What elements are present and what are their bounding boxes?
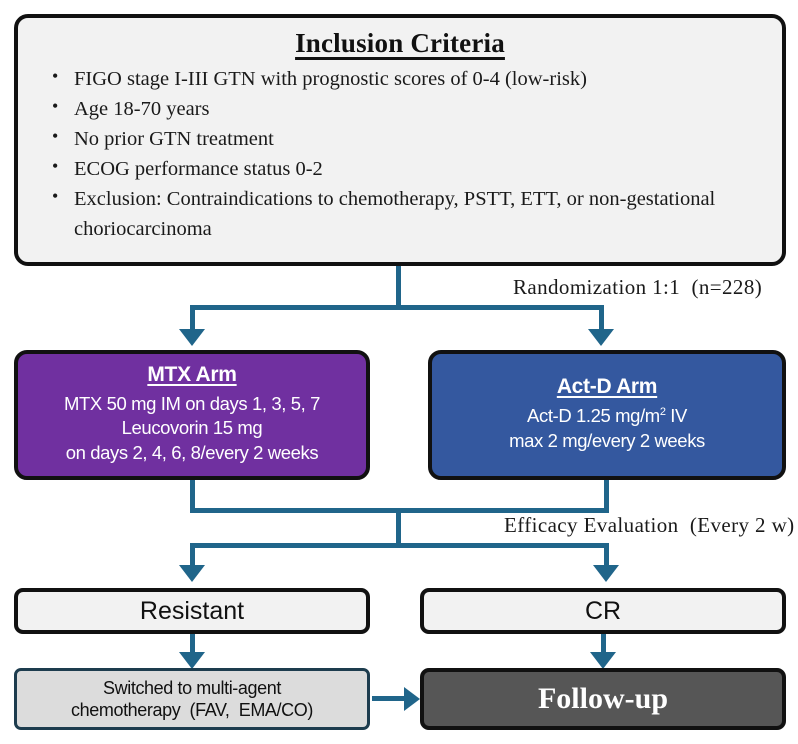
connector-efficacy-left-drop [190,543,195,565]
connector-efficacy-split-bar [190,543,609,548]
arrow-switched-to-followup [404,687,420,711]
connector-randomization-bar [190,305,604,310]
inclusion-item: Age 18-70 years [46,94,764,124]
mtx-arm-line-3: on days 2, 4, 6, 8/every 2 weeks [65,441,319,463]
actd-dose-prefix: Act-D 1.25 mg/m [527,404,660,426]
followup-box: Follow-up [420,668,786,730]
connector-actd-down [604,480,609,512]
inclusion-item: FIGO stage I-III GTN with prognostic sco… [46,64,764,94]
mtx-arm-line-2: Leucovorin 15 mg [121,417,263,439]
resistant-label: Resistant [139,596,245,625]
switched-therapy-box: Switched to multi-agent chemotherapy (FA… [14,668,370,730]
connector-efficacy-right-drop [604,543,609,565]
actd-arm-line-1: Act-D 1.25 mg/m2 IV [527,404,687,429]
inclusion-criteria-list: FIGO stage I-III GTN with prognostic sco… [36,64,764,245]
cr-label: CR [584,596,622,625]
arrow-to-switched [179,652,205,669]
mtx-arm-line-1: MTX 50 mg IM on days 1, 3, 5, 7 [64,392,320,414]
connector-mtx-down [190,480,195,512]
actd-arm-title: Act-D Arm [556,374,658,398]
inclusion-item: No prior GTN treatment [46,124,764,154]
connector-randomization-right-drop [599,305,604,329]
cr-box: CR [420,588,786,634]
actd-dose-suffix: IV [665,404,687,426]
connector-switched-to-followup [372,696,406,701]
mtx-arm-box: MTX Arm MTX 50 mg IM on days 1, 3, 5, 7 … [14,350,370,480]
connector-resistant-down [190,634,195,654]
arrow-to-cr [593,565,619,582]
switched-line-1: Switched to multi-agent [103,677,281,698]
connector-randomization-left-drop [190,305,195,329]
inclusion-item: Exclusion: Contraindications to chemothe… [46,184,764,243]
inclusion-criteria-box: Inclusion Criteria FIGO stage I-III GTN … [14,14,786,266]
followup-label: Follow-up [537,682,669,715]
resistant-box: Resistant [14,588,370,634]
efficacy-evaluation-label: Efficacy Evaluation (Every 2 w) [504,513,795,537]
arrow-to-followup [590,652,616,669]
connector-cr-down [601,634,606,654]
switched-line-2: chemotherapy (FAV, EMA/CO) [71,700,313,720]
inclusion-criteria-title: Inclusion Criteria [295,28,505,58]
arrow-to-actd-arm [588,329,614,346]
randomization-label: Randomization 1:1 (n=228) [513,275,763,299]
connector-randomization-stem [396,266,401,308]
mtx-arm-title: MTX Arm [147,362,237,386]
connector-merge-stem [396,508,401,546]
arrow-to-resistant [179,565,205,582]
inclusion-item: ECOG performance status 0-2 [46,154,764,184]
arrow-to-mtx-arm [179,329,205,346]
actd-arm-box: Act-D Arm Act-D 1.25 mg/m2 IV max 2 mg/e… [428,350,786,480]
actd-dose-superscript: 2 [659,405,666,418]
actd-arm-line-2: max 2 mg/every 2 weeks [509,429,705,451]
